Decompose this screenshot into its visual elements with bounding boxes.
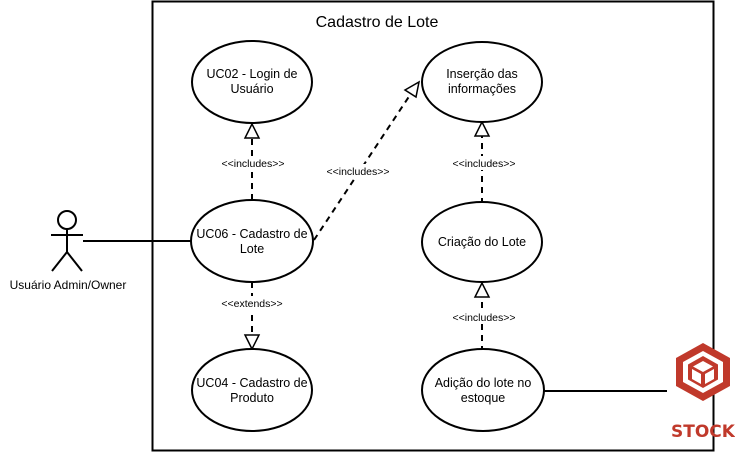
use-case-adicao[interactable] xyxy=(421,348,545,432)
use-case-insercao[interactable] xyxy=(421,41,543,123)
arrowhead-insercao-criacao xyxy=(473,120,491,137)
use-case-uc02-line2: Usuário xyxy=(230,82,273,96)
use-case-uc04-line2: Produto xyxy=(230,391,274,405)
arrowhead-insercao xyxy=(403,80,421,99)
use-case-adicao-line1: Adição do lote no xyxy=(435,376,532,390)
actor-admin-figure[interactable] xyxy=(51,210,83,272)
use-case-adicao-line2: estoque xyxy=(461,391,506,405)
stock-logo-label: STOCK xyxy=(671,422,735,442)
relation-label-bg xyxy=(216,296,288,310)
relation-label-criacao-insercao: <<includes>> xyxy=(452,158,515,170)
use-case-uc04-line1: UC04 - Cadastro de xyxy=(196,376,307,390)
relation-label-uc06-insercao: <<includes>> xyxy=(326,166,389,178)
system-title: Cadastro de Lote xyxy=(316,14,439,31)
use-case-uc06-line1: UC06 - Cadastro de xyxy=(196,227,307,241)
relation-label-uc06-uc02: <<includes>> xyxy=(221,158,284,170)
use-case-uc06[interactable] xyxy=(190,199,314,283)
relation-label-bg xyxy=(216,156,290,170)
arrowhead-uc04 xyxy=(243,334,261,351)
use-case-uc02-line1: UC02 - Login de xyxy=(206,67,297,81)
use-case-uc06-line2: Lote xyxy=(240,242,264,256)
stock-logo-icon[interactable] xyxy=(676,343,730,401)
use-case-criacao-line1: Criação do Lote xyxy=(438,235,526,249)
use-case-uc02[interactable] xyxy=(191,40,313,124)
relation-label-bg xyxy=(447,156,521,170)
relation-label-bg xyxy=(321,164,395,178)
arrowhead-criacao xyxy=(473,281,491,298)
arrowhead-uc02 xyxy=(243,122,261,139)
use-case-uc04[interactable] xyxy=(191,348,313,432)
use-case-insercao-line1: Inserção das xyxy=(446,67,518,81)
relation-label-uc06-uc04: <<extends>> xyxy=(221,298,282,310)
actor-admin-label: Usuário Admin/Owner xyxy=(10,278,127,292)
relation-label-adicao-criacao: <<includes>> xyxy=(452,312,515,324)
use-case-criacao[interactable] xyxy=(421,201,543,283)
relation-label-bg xyxy=(447,310,521,324)
use-case-insercao-line2: informações xyxy=(448,82,516,96)
